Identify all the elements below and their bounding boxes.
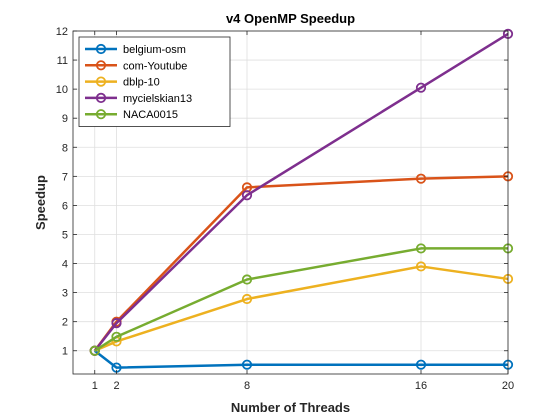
y-tick-label: 3 — [62, 288, 68, 300]
data-point — [89, 345, 100, 356]
x-tick-label: 8 — [244, 380, 250, 392]
data-point — [241, 274, 253, 285]
data-point — [415, 243, 427, 254]
x-axis-title: Number of Threads — [231, 400, 350, 415]
data-point — [415, 359, 427, 370]
y-tick-label: 11 — [57, 55, 68, 67]
data-point — [241, 293, 253, 305]
data-point — [415, 173, 427, 184]
legend-label: com-Youtube — [123, 60, 187, 72]
series-line — [94, 265, 509, 352]
series-layer — [89, 28, 514, 373]
x-tick-label: 1 — [92, 380, 98, 392]
legend-swatch-marker — [95, 43, 107, 55]
legend-swatch-marker — [95, 76, 107, 87]
legend-item: belgium-osm — [85, 43, 186, 56]
data-point — [241, 190, 253, 201]
series-line — [94, 247, 508, 352]
y-tick-label: 12 — [56, 26, 68, 38]
y-tick-label: 8 — [62, 142, 68, 154]
legend-label: NACA0015 — [123, 109, 178, 121]
y-tick-label: 4 — [62, 259, 68, 271]
legend-item: com-Youtube — [85, 60, 187, 72]
data-point — [111, 318, 122, 329]
chart-title: v4 OpenMP Speedup — [226, 11, 355, 26]
data-point — [241, 359, 253, 370]
y-tick-label: 5 — [62, 229, 68, 241]
series-line — [93, 32, 509, 352]
legend-label: dblp-10 — [123, 77, 160, 89]
legend-label: mycielskian13 — [123, 93, 192, 105]
legend-swatch-marker — [95, 92, 107, 104]
y-tick-label: 1 — [62, 346, 68, 358]
legend: belgium-osm com-Youtube dblp-10 mycielskian… — [78, 36, 231, 127]
legend-swatch-marker — [95, 109, 107, 120]
y-tick-label: 7 — [62, 171, 68, 183]
legend-item: NACA0015 — [85, 109, 178, 121]
legend-item: mycielskian13 — [85, 92, 192, 105]
data-point — [415, 261, 427, 272]
plot-frame — [72, 30, 509, 375]
legend-item: dblp-10 — [85, 76, 160, 89]
legend-label: belgium-osm — [123, 44, 186, 56]
series-line — [93, 349, 508, 369]
y-tick-label: 9 — [62, 113, 68, 125]
x-tick-label: 2 — [113, 380, 119, 392]
data-point — [111, 331, 122, 342]
y-tick-label: 10 — [56, 84, 68, 96]
legend-swatch-marker — [95, 60, 107, 71]
data-point — [415, 82, 427, 93]
y-tick-label: 6 — [62, 200, 68, 212]
y-axis-title: Speedup — [33, 175, 48, 230]
x-tick-label: 16 — [415, 380, 427, 392]
x-tick-label: 20 — [502, 380, 514, 392]
y-tick-label: 2 — [62, 317, 68, 329]
